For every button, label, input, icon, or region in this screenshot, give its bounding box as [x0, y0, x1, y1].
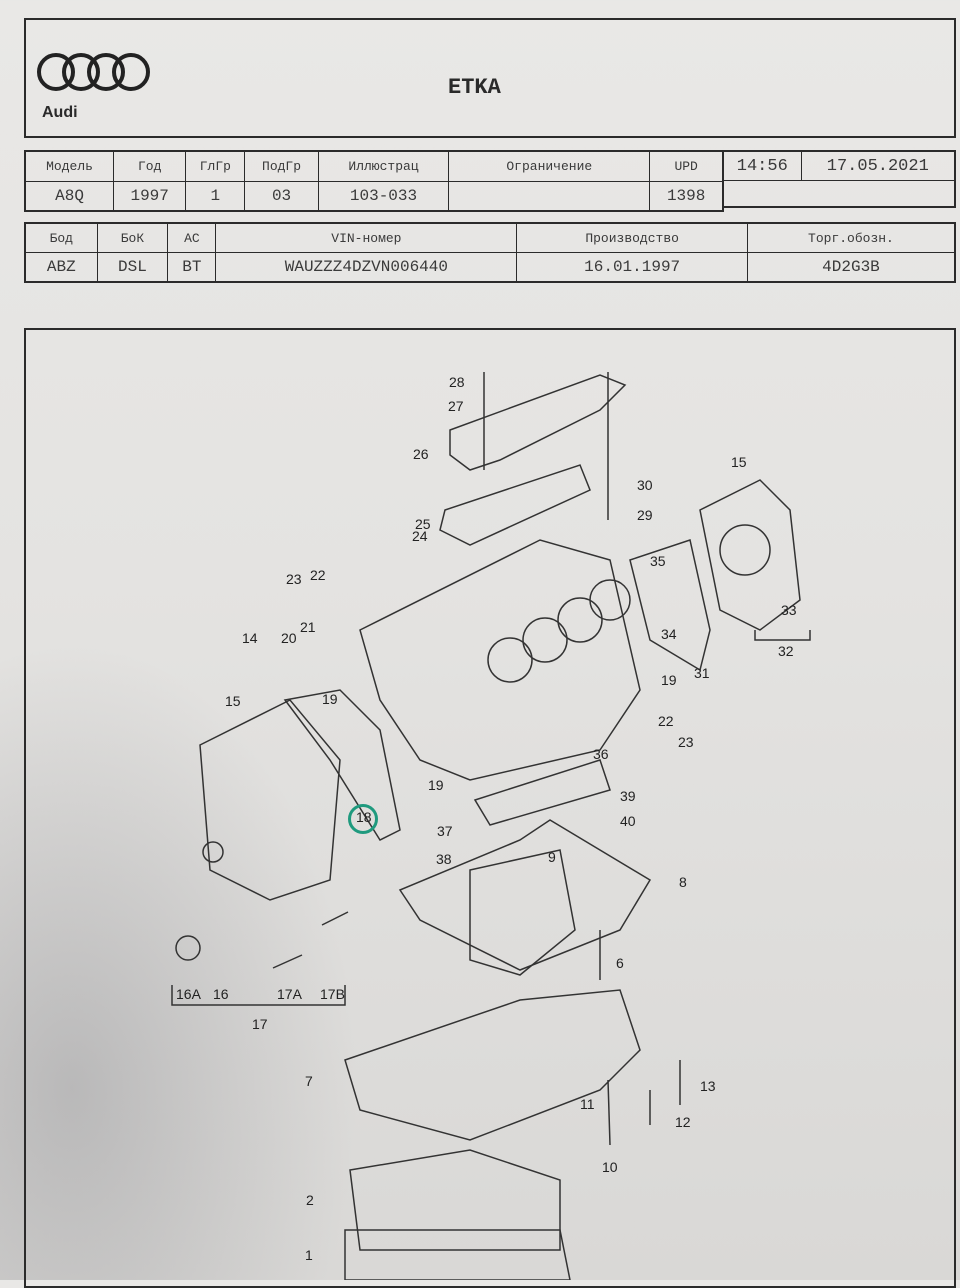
value-restriction: [448, 180, 651, 212]
value-trade-code: 4D2G3B: [746, 252, 956, 283]
print-date: 17.05.2021: [800, 150, 956, 181]
value-illustration: 103-033: [317, 180, 450, 212]
callout: 1: [305, 1247, 313, 1263]
engine-block: [359, 539, 641, 781]
value-sub-group: 03: [244, 180, 319, 212]
label-year: Год: [113, 150, 187, 182]
callout: 25: [415, 516, 431, 532]
callout: 16: [213, 986, 229, 1002]
callout: 40: [620, 813, 636, 829]
callout: 19: [322, 691, 338, 707]
callout: 15: [225, 693, 241, 709]
empty-cell: [722, 180, 956, 208]
callout: 23: [286, 571, 302, 587]
value-ac: BT: [167, 252, 217, 283]
page-title: ETKA: [448, 75, 501, 100]
lower-oil-pan: [344, 1229, 571, 1280]
callout: 29: [637, 507, 653, 523]
callout: 15: [731, 454, 747, 470]
label-illustration: Иллюстрац: [317, 150, 450, 182]
label-ac: AC: [167, 222, 217, 253]
value-body: ABZ: [24, 252, 98, 283]
label-restriction: Ограничение: [448, 150, 651, 182]
callout: 17B: [320, 986, 345, 1002]
oil-baffle: [473, 759, 611, 826]
callout: 35: [650, 553, 666, 569]
highlight-circle: [348, 804, 378, 834]
document-header: Audi ETKA: [24, 18, 956, 138]
callout: 24: [412, 528, 428, 544]
callout: 8: [679, 874, 687, 890]
value-production: 16.01.1997: [516, 252, 748, 283]
callout: 9: [548, 849, 556, 865]
engine-info-table: Бод БоК AC VIN-номер Производство Торг.о…: [24, 222, 956, 283]
label-upd: UPD: [649, 150, 724, 182]
upper-oil-pan: [344, 989, 641, 1141]
callout: 33: [781, 602, 797, 618]
callout: 38: [436, 851, 452, 867]
timestamp-table: 14:56 17.05.2021: [722, 150, 956, 208]
callout: 22: [658, 713, 674, 729]
callout: 20: [281, 630, 297, 646]
cover-gasket: [439, 464, 591, 546]
callout: 17A: [277, 986, 302, 1002]
label-sub-group: ПодГр: [244, 150, 319, 182]
value-vin: WAUZZZ4DZVN006440: [215, 252, 518, 283]
value-upd: 1398: [649, 180, 724, 212]
side-gasket: [629, 539, 711, 672]
callout: 13: [700, 1078, 716, 1094]
value-gearbox: DSL: [96, 252, 169, 283]
oil-pump: [469, 849, 576, 976]
callout: 7: [305, 1073, 313, 1089]
callout: 21: [300, 619, 316, 635]
print-time: 14:56: [722, 150, 802, 181]
callout: 12: [675, 1114, 691, 1130]
callout: 14: [242, 630, 258, 646]
callout: 16A: [176, 986, 201, 1002]
timing-gasket: [283, 689, 401, 841]
callout: 39: [620, 788, 636, 804]
label-trade-code: Торг.обозн.: [746, 222, 956, 253]
callout: 19: [661, 672, 677, 688]
callout: 10: [602, 1159, 618, 1175]
value-model: A8Q: [24, 180, 115, 212]
cylinder-head-cover: [449, 374, 627, 471]
callout: 34: [661, 626, 677, 642]
callout: 36: [593, 746, 609, 762]
label-body: Бод: [24, 222, 98, 253]
callout: 30: [637, 477, 653, 493]
callout: 23: [678, 734, 694, 750]
callout: 22: [310, 567, 326, 583]
callout: 28: [449, 374, 465, 390]
photo-shadow: [0, 640, 360, 1280]
callout: 31: [694, 665, 710, 681]
callout: 17: [252, 1016, 268, 1032]
brand-name: Audi: [42, 104, 78, 121]
callout: 27: [448, 398, 464, 414]
oil-pan-gasket: [398, 819, 652, 971]
callout: 19: [428, 777, 444, 793]
audi-rings-logo: [37, 53, 150, 91]
callout: 37: [437, 823, 453, 839]
label-main-group: ГлГр: [185, 150, 246, 182]
lower-gasket: [349, 1149, 561, 1251]
callout: 32: [778, 643, 794, 659]
timing-cover: [199, 699, 341, 901]
callout: 26: [413, 446, 429, 462]
rear-cover: [699, 479, 801, 631]
callout-highlighted: 18: [356, 809, 372, 825]
value-year: 1997: [113, 180, 187, 212]
callout: 11: [580, 1096, 595, 1112]
vehicle-info-table: Модель Год ГлГр ПодГр Иллюстрац Ограниче…: [24, 150, 724, 212]
callout: 6: [616, 955, 624, 971]
callout: 2: [306, 1192, 314, 1208]
